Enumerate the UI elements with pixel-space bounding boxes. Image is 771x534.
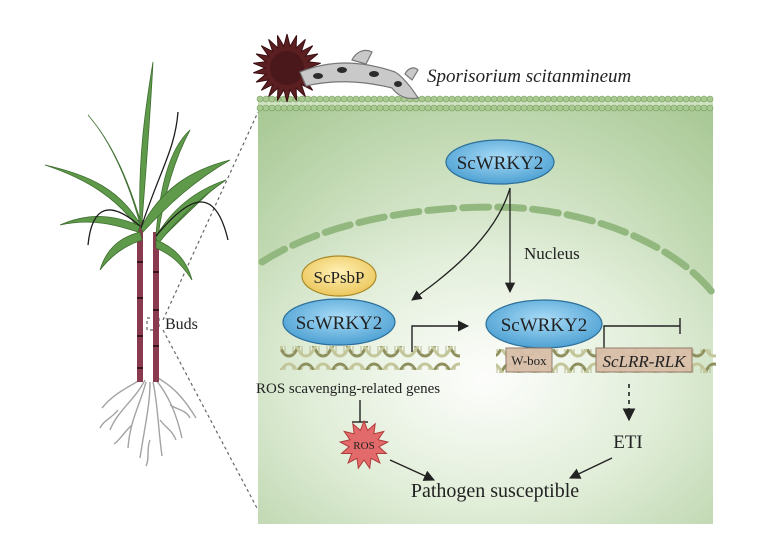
eti-label: ETI	[613, 432, 643, 453]
outcome-label: Pathogen susceptible	[411, 480, 579, 502]
buds-label: Buds	[165, 316, 198, 333]
fungal-spore-icon	[253, 33, 321, 103]
nucleus-label: Nucleus	[524, 244, 580, 263]
scpsbp-protein: ScPsbP	[301, 255, 377, 297]
scwrky2-cytoplasm: ScWRKY2	[445, 139, 555, 185]
svg-text:ScPsbP: ScPsbP	[313, 268, 364, 287]
fungal-hypha-icon	[299, 49, 419, 100]
eti-to-outcome-arrow	[568, 457, 613, 479]
cell-membrane	[256, 95, 714, 112]
translocation-arrows	[411, 187, 516, 301]
scwrky2-nuclear-protein: ScWRKY2	[485, 299, 603, 349]
svg-text:ScWRKY2: ScWRKY2	[296, 313, 383, 334]
ros-burst-icon: ROS	[338, 419, 390, 470]
dna-helix-icon	[280, 346, 460, 370]
scwrky2-top-label: ScWRKY2	[457, 153, 544, 174]
ros-to-outcome-arrow	[389, 459, 436, 481]
w-box-element: W-box	[505, 347, 553, 373]
svg-text:W-box: W-box	[511, 353, 547, 368]
inhibition-arrow-ros	[352, 400, 368, 423]
ros-genes-label: ROS scavenging-related genes	[256, 381, 440, 397]
pathogen-label: Sporisorium scitanmineum	[427, 66, 631, 87]
ros-label: ROS	[353, 440, 374, 452]
nuclear-envelope	[258, 203, 716, 296]
scwrky2-complex-protein: ScWRKY2	[282, 298, 396, 346]
activation-arrow	[411, 320, 470, 352]
sugarcane-plant-icon	[44, 61, 231, 467]
svg-text:ScWRKY2: ScWRKY2	[501, 315, 588, 336]
inhibition-arrow-lrr	[603, 318, 681, 348]
svg-text:ScLRR-RLK: ScLRR-RLK	[602, 352, 687, 371]
sclrr-rlk-gene: ScLRR-RLK	[595, 347, 693, 373]
